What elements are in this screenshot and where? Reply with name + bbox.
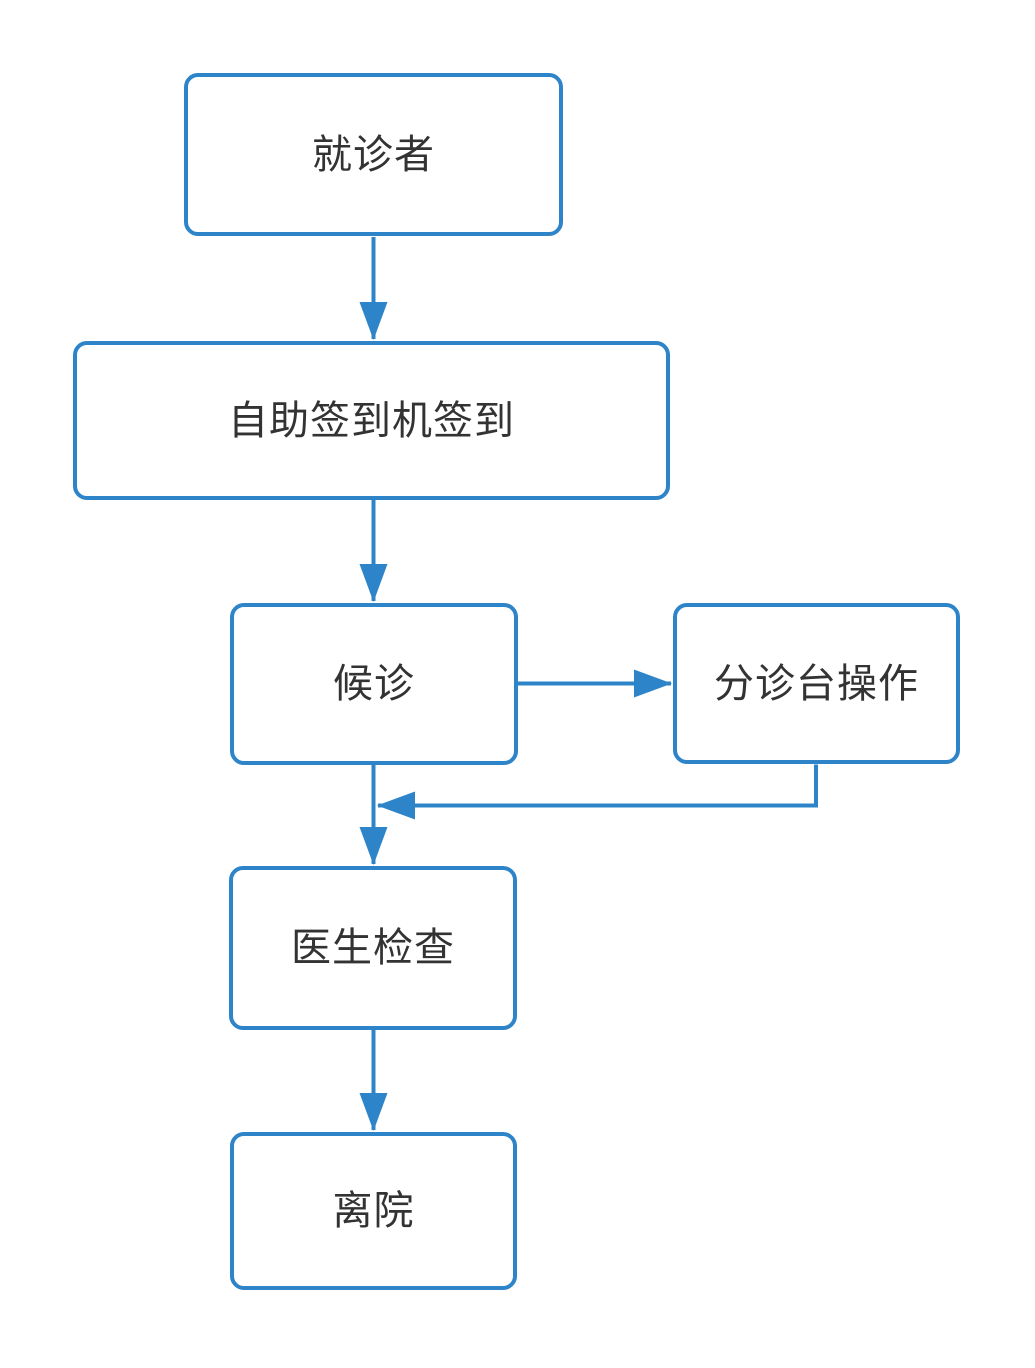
node-waiting: 候诊 [230, 603, 518, 765]
node-waiting-label: 候诊 [333, 662, 415, 706]
edge-triage-desk-to-doctor-exam [377, 764, 818, 820]
node-self-checkin: 自助签到机签到 [73, 341, 670, 500]
node-triage-desk-label: 分诊台操作 [714, 661, 919, 706]
node-doctor-exam-label: 医生检查 [291, 926, 455, 970]
node-patient: 就诊者 [184, 73, 563, 236]
node-self-checkin-label: 自助签到机签到 [228, 398, 515, 443]
node-patient-label: 就诊者 [312, 132, 435, 177]
node-discharge: 离院 [230, 1132, 517, 1290]
node-discharge-label: 离院 [332, 1189, 415, 1233]
node-doctor-exam: 医生检查 [229, 866, 517, 1030]
node-triage-desk: 分诊台操作 [673, 603, 960, 764]
